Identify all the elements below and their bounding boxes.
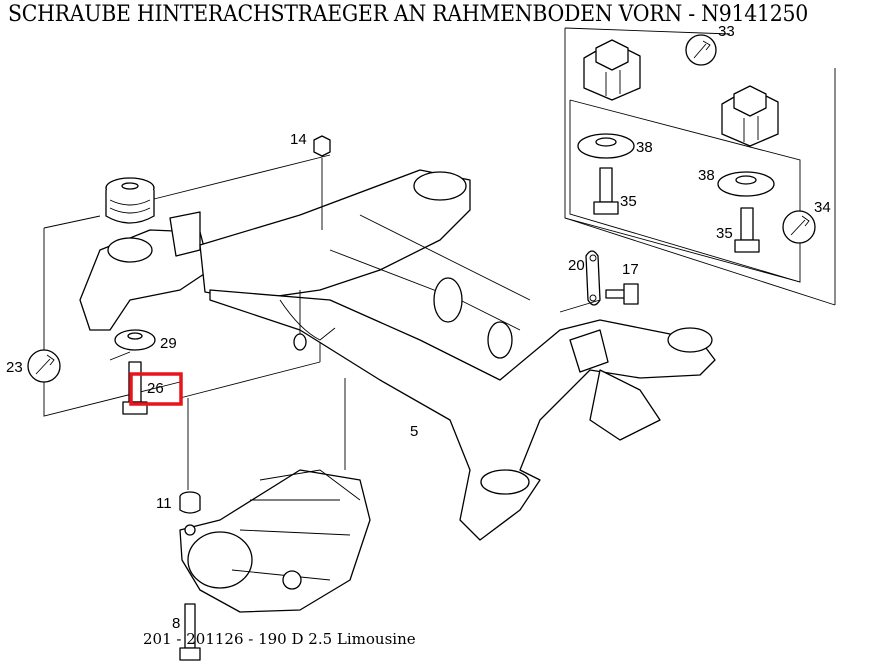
highlight-box: [129, 372, 183, 406]
callout-5: 5: [410, 423, 418, 440]
callout-34: 34: [814, 199, 831, 216]
callout-26: 26: [147, 380, 164, 397]
callout-38-left: 38: [636, 139, 653, 156]
bolt-35-left: [593, 167, 619, 215]
callout-38-right: 38: [698, 167, 715, 184]
wrench-icon: [685, 34, 717, 66]
rubber-mount-upper-left: [583, 39, 641, 101]
bolt-8: [179, 603, 201, 661]
rear-differential: [179, 469, 371, 613]
rubber-mount-upper-right: [721, 85, 779, 147]
rear-axle-carrier: [79, 169, 716, 541]
wrench-icon: [782, 210, 816, 244]
callout-17: 17: [622, 261, 639, 278]
washer-29: [114, 329, 156, 351]
callout-23: 23: [6, 359, 23, 376]
upper-right-group-frame: [564, 27, 836, 306]
page-title: SCHRAUBE HINTERACHSTRAEGER AN RAHMENBODE…: [8, 2, 808, 27]
callout-8: 8: [172, 615, 180, 632]
callout-11: 11: [156, 495, 172, 512]
link-20: [585, 250, 601, 306]
callout-33: 33: [718, 23, 735, 40]
callout-35-right: 35: [716, 225, 733, 242]
bolt-26: [122, 361, 148, 415]
washer-38-left: [577, 133, 635, 159]
bolt-35-right: [734, 207, 760, 253]
leader-lines: [109, 299, 601, 490]
callout-14: 14: [290, 131, 307, 148]
wrench-icon: [27, 349, 61, 383]
bolt-17: [605, 283, 639, 305]
callout-35-left: 35: [620, 193, 637, 210]
callout-20: 20: [568, 257, 585, 274]
rubber-mount-left: [105, 177, 155, 224]
washer-38-right: [717, 171, 775, 197]
callout-29: 29: [160, 335, 177, 352]
bushing-11: [179, 491, 201, 514]
nut-14: [313, 135, 331, 230]
vehicle-caption: 201 - 201126 - 190 D 2.5 Limousine: [143, 630, 416, 648]
